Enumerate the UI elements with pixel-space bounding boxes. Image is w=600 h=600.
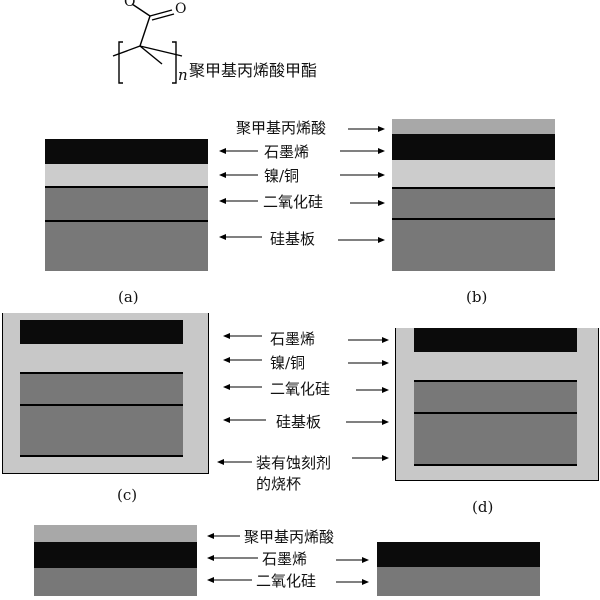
ester-oxygen-label: O [124, 0, 136, 10]
label-nicu: 镍/铜 [270, 354, 306, 372]
label-graphene: 石墨烯 [262, 550, 308, 568]
label-si: 硅基板 [276, 413, 322, 431]
substrate-stack [20, 372, 183, 456]
graphene-layer [45, 139, 208, 164]
nicu-layer [392, 160, 555, 187]
graphene-layer [34, 542, 197, 568]
sio2-layer [34, 568, 197, 596]
sio2-layer [377, 567, 540, 596]
label-sio2: 二氧化硅 [256, 572, 317, 590]
label-etchant: 装有蚀刻剂 [256, 454, 332, 472]
interface-line [392, 218, 555, 220]
interface-line [414, 464, 577, 466]
interface-line [414, 412, 577, 414]
graphene-layer [392, 134, 555, 160]
interface-line [20, 372, 183, 374]
repeat-subscript: n [178, 66, 188, 84]
pmma-name: 聚甲基丙烯酸甲酯 [189, 61, 318, 80]
label-graphene: 石墨烯 [264, 143, 310, 161]
caption-b: (b) [466, 288, 488, 306]
interface-line [45, 220, 208, 222]
label-pmma: 聚甲基丙烯酸 [244, 528, 335, 546]
label-graphene: 石墨烯 [270, 330, 316, 348]
label-pmma: 聚甲基丙烯酸 [236, 119, 327, 137]
graphene-layer [20, 320, 183, 344]
substrate-stack [414, 380, 577, 465]
interface-line [20, 404, 183, 406]
label-sio2: 二氧化硅 [270, 380, 331, 398]
caption-c: (c) [117, 486, 138, 504]
pmma-layer [392, 119, 555, 134]
label-si: 硅基板 [270, 230, 316, 248]
label-nicu: 镍/铜 [264, 167, 300, 185]
nicu-layer [45, 164, 208, 186]
carbonyl-oxygen-label: O [175, 1, 187, 17]
caption-a: (a) [118, 288, 139, 306]
label-beaker: 的烧杯 [256, 475, 302, 493]
interface-line [45, 186, 208, 188]
pmma-layer [34, 525, 197, 542]
graphene-layer [414, 328, 577, 352]
graphene-layer [377, 542, 540, 567]
interface-line [392, 187, 555, 189]
substrate-stack [45, 186, 208, 271]
label-sio2: 二氧化硅 [263, 193, 324, 211]
interface-line [414, 380, 577, 382]
substrate-stack [392, 187, 555, 271]
caption-d: (d) [472, 498, 494, 516]
interface-line [20, 455, 183, 457]
